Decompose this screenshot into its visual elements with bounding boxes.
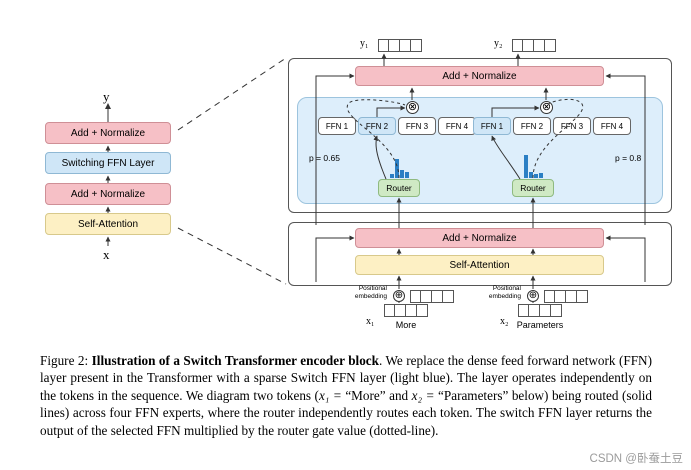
expert-left-ffn-4: FFN 4 — [438, 117, 476, 135]
positional-add-right-node — [527, 290, 539, 302]
positional-embedding-left-line2: embedding — [354, 293, 387, 300]
right-self-attention: Self-Attention — [355, 255, 604, 275]
input-token-right-word: Parameters — [516, 320, 564, 330]
caption-mid-1: “More” and — [341, 387, 412, 403]
left-add-normalize-bottom: Add + Normalize — [45, 183, 171, 205]
router-right-bar-3 — [534, 174, 538, 178]
positional-embedding-left-line1: Positional — [358, 285, 387, 292]
positional-embedding-right-vector — [544, 290, 588, 303]
router-right-bar-1 — [524, 155, 528, 178]
multiply-left-node — [406, 101, 419, 114]
caption-math-2: x₂ = — [411, 387, 435, 403]
figure-area: y Add + Normalize Switching FFN Layer Ad… — [45, 38, 672, 330]
input-token-left-word: More — [395, 320, 417, 330]
switch-ffn-panel — [297, 97, 663, 204]
router-left: Router — [378, 179, 420, 197]
caption-math-1: x₁ = — [318, 387, 342, 403]
encoder-upper-frame — [288, 58, 672, 213]
positional-add-left-node — [393, 290, 405, 302]
router-left-probability: p = 0.65 — [309, 153, 340, 163]
watermark-text: CSDN @卧蚕土豆 — [589, 453, 683, 465]
positional-embedding-left-vector — [410, 290, 454, 303]
output-left-label: y₁ — [360, 38, 369, 49]
left-add-normalize-top: Add + Normalize — [45, 122, 171, 144]
caption-prefix: Figure 2: — [40, 353, 92, 368]
expert-right-ffn-4: FFN 4 — [593, 117, 631, 135]
expert-right-ffn-3: FFN 3 — [553, 117, 591, 135]
input-token-right-vector — [518, 304, 562, 317]
left-input-label: x — [103, 247, 110, 262]
output-left-vector — [378, 39, 422, 52]
expert-left-ffn-2: FFN 2 — [358, 117, 396, 135]
expert-left-ffn-3: FFN 3 — [398, 117, 436, 135]
positional-add-left-glyph: ⊕ — [394, 290, 404, 301]
router-left-bar-3 — [400, 170, 404, 178]
router-right: Router — [512, 179, 554, 197]
caption-rest: . We replace the dense feed forward netw… — [40, 353, 652, 403]
positional-embedding-right-line2: embedding — [488, 293, 521, 300]
left-switching-ffn-layer: Switching FFN Layer — [45, 152, 171, 174]
multiply-right-glyph: ⊗ — [541, 101, 552, 113]
router-left-bar-2 — [395, 159, 399, 178]
left-output-label: y — [103, 89, 110, 104]
encoder-lower-frame — [288, 222, 672, 286]
expert-left-ffn-1: FFN 1 — [318, 117, 356, 135]
right-add-normalize-bottom: Add + Normalize — [355, 228, 604, 248]
expert-right-ffn-1: FFN 1 — [473, 117, 511, 135]
input-token-right-variable: x₂ — [500, 316, 509, 327]
router-right-bar-2 — [529, 172, 533, 178]
left-self-attention: Self-Attention — [45, 213, 171, 235]
router-right-probability: p = 0.8 — [615, 153, 642, 163]
input-token-left-variable: x₁ — [366, 316, 375, 327]
multiply-left-glyph: ⊗ — [407, 101, 418, 113]
expert-right-ffn-2: FFN 2 — [513, 117, 551, 135]
positional-embedding-right-line1: Positional — [492, 285, 521, 292]
router-right-bar-4 — [539, 173, 543, 178]
router-left-bar-4 — [405, 172, 409, 178]
output-right-label: y₂ — [494, 38, 503, 49]
router-left-bar-1 — [390, 174, 394, 178]
output-right-vector — [512, 39, 556, 52]
figure-caption: Figure 2: Illustration of a Switch Trans… — [40, 352, 652, 439]
input-token-left-vector — [384, 304, 428, 317]
right-add-normalize-top: Add + Normalize — [355, 66, 604, 86]
caption-mid-2: “Parameters” below) being routed (solid … — [40, 387, 653, 438]
caption-bold: Illustration of a Switch Transformer enc… — [91, 353, 379, 368]
positional-add-right-glyph: ⊕ — [528, 290, 538, 301]
